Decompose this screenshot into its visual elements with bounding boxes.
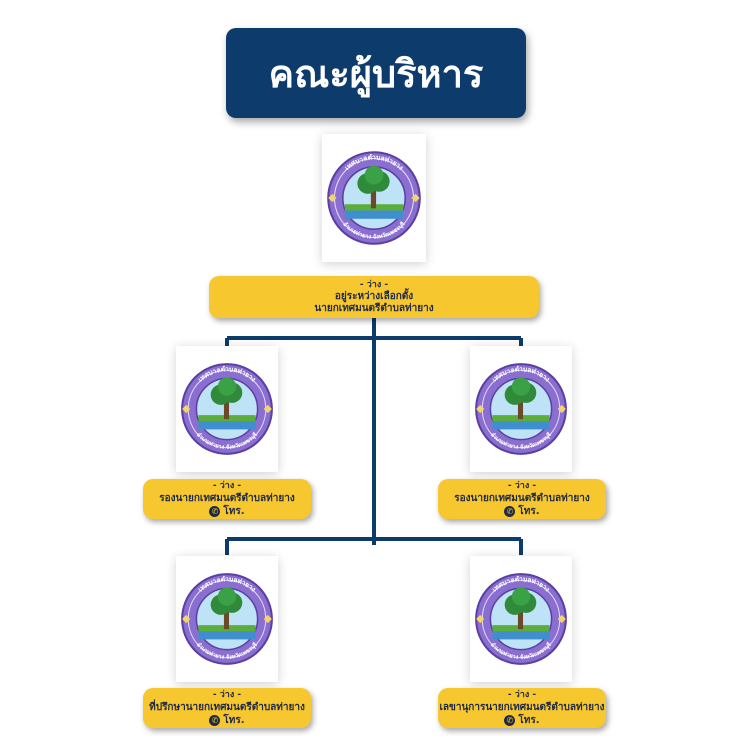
phone-icon: ✆ [209,505,221,517]
municipal-seal-icon: เทศบาลตำบลท่ายาง อำเภอท่ายาง จังหวัดเพชร… [181,363,273,455]
member-phone: ✆โทร. [504,505,540,518]
member-position: รองนายกเทศมนตรีตำบลท่ายาง [454,492,590,504]
phone-icon: ✆ [504,505,516,517]
mayor-status: - ว่าง - [359,279,389,290]
member-card: - ว่าง - เลขานุการนายกเทศมนตรีตำบลท่ายาง… [438,688,606,728]
page-title: คณะผู้บริหาร [268,51,484,96]
member-status: - ว่าง - [212,480,242,491]
mayor-position: นายกเทศมนตรีตำบลท่ายาง [314,302,434,314]
member-position: ที่ปรึกษานายกเทศมนตรีตำบลท่ายาง [149,701,305,713]
member-position: รองนายกเทศมนตรีตำบลท่ายาง [159,492,295,504]
mayor-card: - ว่าง - อยู่ระหว่างเลือกตั้ง นายกเทศมนต… [209,276,539,318]
phone-icon: ✆ [209,714,221,726]
mayor-photo: เทศบาลตำบลท่ายาง อำเภอท่ายาง จังหวัดเพชร… [322,134,426,262]
member-phone-label: โทร. [223,505,245,517]
member-photo: เทศบาลตำบลท่ายาง อำเภอท่ายาง จังหวัดเพชร… [470,346,572,472]
member-card: - ว่าง - รองนายกเทศมนตรีตำบลท่ายาง ✆โทร. [143,479,311,519]
member-photo: เทศบาลตำบลท่ายาง อำเภอท่ายาง จังหวัดเพชร… [176,556,278,682]
member-photo: เทศบาลตำบลท่ายาง อำเภอท่ายาง จังหวัดเพชร… [176,346,278,472]
municipal-seal-icon: เทศบาลตำบลท่ายาง อำเภอท่ายาง จังหวัดเพชร… [475,573,567,665]
municipal-seal-icon: เทศบาลตำบลท่ายาง อำเภอท่ายาง จังหวัดเพชร… [327,151,421,245]
municipal-seal-icon: เทศบาลตำบลท่ายาง อำเภอท่ายาง จังหวัดเพชร… [181,573,273,665]
member-phone-label: โทร. [223,714,245,726]
member-status: - ว่าง - [212,689,242,700]
member-phone: ✆โทร. [209,714,245,727]
member-phone: ✆โทร. [504,714,540,727]
member-card: - ว่าง - รองนายกเทศมนตรีตำบลท่ายาง ✆โทร. [438,479,606,519]
member-phone-label: โทร. [518,714,540,726]
member-status: - ว่าง - [507,480,537,491]
municipal-seal-icon: เทศบาลตำบลท่ายาง อำเภอท่ายาง จังหวัดเพชร… [475,363,567,455]
phone-icon: ✆ [504,714,516,726]
member-photo: เทศบาลตำบลท่ายาง อำเภอท่ายาง จังหวัดเพชร… [470,556,572,682]
member-phone-label: โทร. [518,505,540,517]
member-phone: ✆โทร. [209,505,245,518]
title-banner: คณะผู้บริหาร [226,28,526,118]
member-status: - ว่าง - [507,689,537,700]
member-card: - ว่าง - ที่ปรึกษานายกเทศมนตรีตำบลท่ายาง… [143,688,311,728]
mayor-note: อยู่ระหว่างเลือกตั้ง [334,290,414,302]
member-position: เลขานุการนายกเทศมนตรีตำบลท่ายาง [439,701,605,713]
